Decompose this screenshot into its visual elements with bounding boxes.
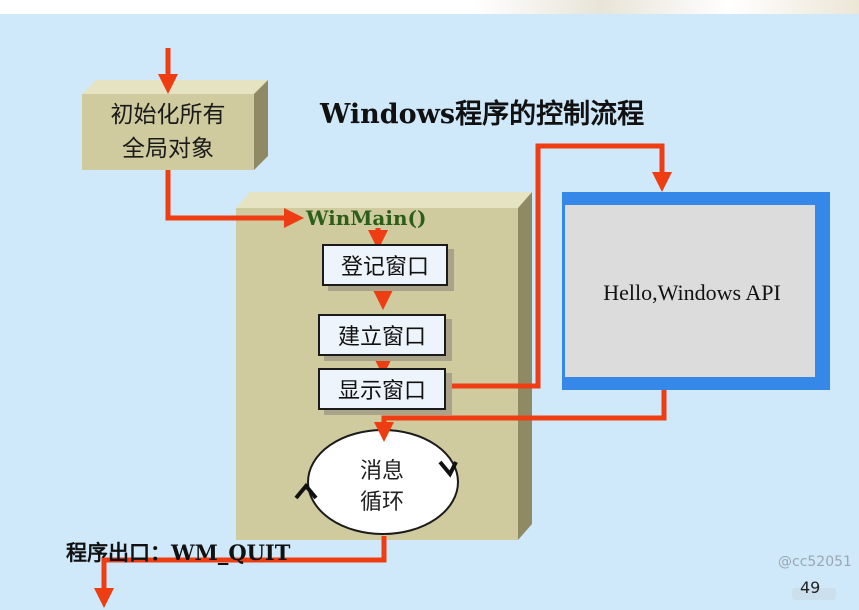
watermark-text: @cc52051 [778,554,852,570]
flow-arrows [94,48,672,608]
window-content-text: Hello,Windows API [603,280,781,305]
watermark-logo-icon [792,588,836,600]
loop-line-1: 消息 [359,459,404,484]
init-line-2: 全局对象 [122,136,214,162]
arrow-to-window [442,143,672,389]
page-number: 49 [800,578,821,597]
loop-line-2: 循环 [359,490,404,515]
arrow-to-loop [374,390,667,442]
exit-label: 程序出口：WM_QUIT [66,540,291,565]
page-title: Windows程序的控制流程 [320,99,645,130]
step-show-window: 显示窗口 [318,368,446,410]
hello-window [562,192,830,390]
top-banner [0,0,859,14]
loop-arrow-left-icon [294,482,318,500]
message-loop-label: 消息 循环 [322,456,442,518]
arrow-to-exit [94,536,387,608]
winmain-label: WinMain() [306,206,427,230]
init-box [82,80,268,170]
step-create-window: 建立窗口 [318,314,446,356]
loop-arrow-right-icon [438,460,458,478]
step-register-window: 登记窗口 [322,244,448,286]
init-box-label: 初始化所有 全局对象 [82,98,254,166]
arrow-to-winmain [165,170,304,228]
init-line-1: 初始化所有 [110,102,226,128]
